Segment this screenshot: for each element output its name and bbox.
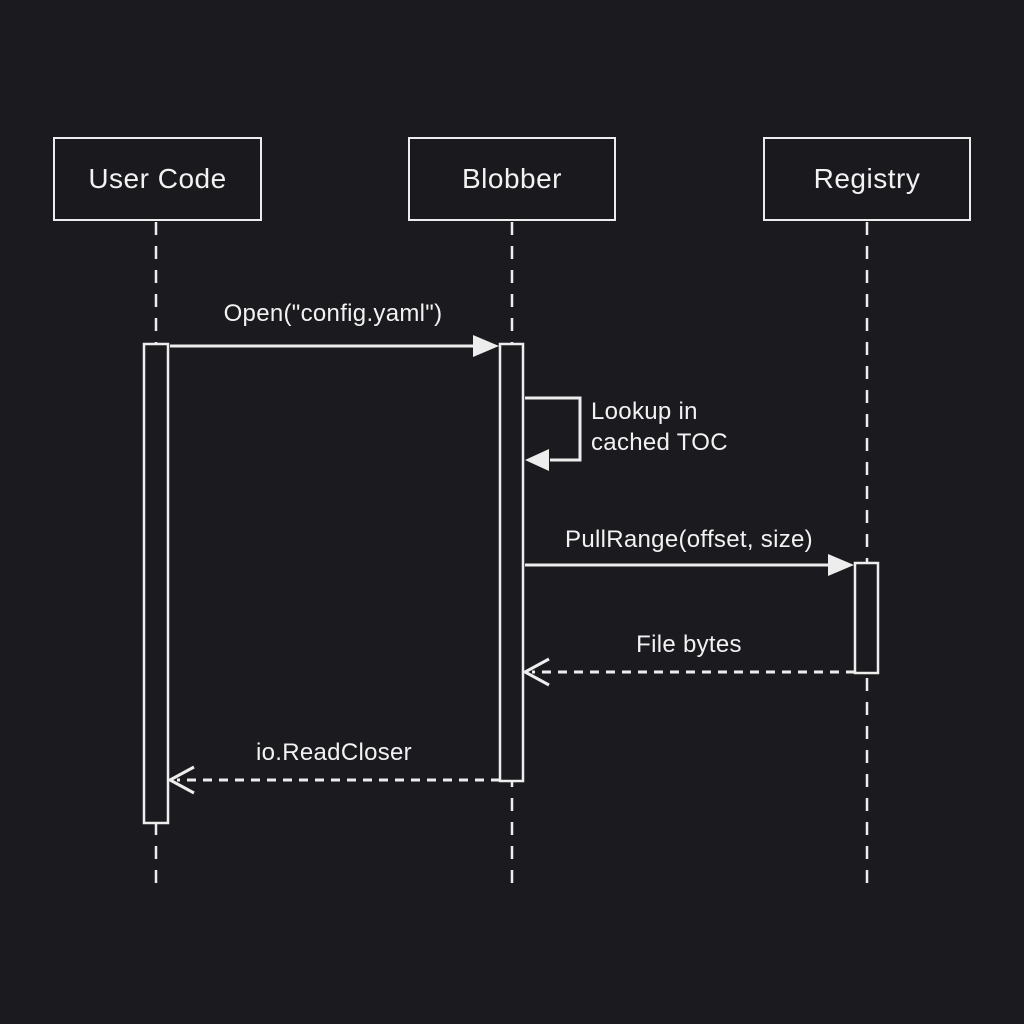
message-label-readcloser: io.ReadCloser [256, 739, 412, 766]
activation-bar-blobber [498, 342, 525, 783]
message-label-filebytes: File bytes [636, 631, 742, 658]
participant-label-blobber: Blobber [461, 163, 562, 194]
message-label-lookup-line1: Lookup in [591, 398, 698, 425]
arrow-filebytes-return [521, 657, 855, 687]
arrowhead-filebytes [521, 657, 550, 687]
message-label-open: Open("config.yaml") [223, 300, 443, 327]
arrowhead-open [473, 335, 499, 357]
arrow-open-call [170, 335, 499, 357]
message-label-lookup-line2: cached TOC [591, 429, 728, 456]
participant-box-blobber: Blobber [408, 137, 616, 221]
arrow-self-lookup [525, 396, 582, 471]
message-label-pullrange: PullRange(offset, size) [565, 526, 813, 553]
arrow-pullrange-call [525, 554, 854, 576]
participant-label-user-code: User Code [88, 163, 227, 194]
arrow-readcloser-return [166, 765, 500, 795]
arrowhead-lookup [525, 449, 549, 471]
participant-label-registry: Registry [813, 163, 921, 194]
participant-box-user-code: User Code [53, 137, 262, 221]
arrowhead-pullrange [828, 554, 854, 576]
participant-box-registry: Registry [763, 137, 971, 221]
activation-bar-registry [853, 561, 880, 675]
activation-bar-user-code [142, 342, 170, 825]
arrowhead-readcloser [166, 765, 195, 795]
message-label-lookup: Lookup in cached TOC [591, 396, 728, 458]
